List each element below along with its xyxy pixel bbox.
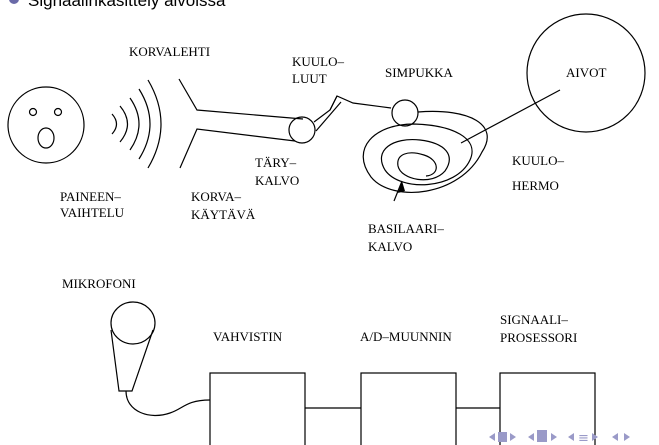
nav-prev-section-icon[interactable] xyxy=(528,433,534,441)
device-chain-diagram: MIKROFONI VAHVISTIN A/D–MUUNNIN SIGNAALI… xyxy=(62,276,596,445)
auditory-nerve-line xyxy=(460,89,561,144)
label-kuuloluut-2: LUUT xyxy=(292,71,327,86)
label-ad-muunnin: A/D–MUUNNIN xyxy=(360,329,452,344)
label-vahvistin: VAHVISTIN xyxy=(213,329,283,344)
label-basilaari-1: BASILAARI– xyxy=(368,221,444,236)
nav-next-subsection-icon[interactable] xyxy=(592,433,598,441)
cochlea-shape xyxy=(362,99,488,202)
nav-section-box-icon xyxy=(537,430,547,442)
brain-shape xyxy=(526,13,646,133)
nav-next-section-icon[interactable] xyxy=(551,433,557,441)
label-kuuloluut-1: KUULO– xyxy=(292,54,344,69)
label-paineen-1: PAINEEN– xyxy=(60,189,121,204)
slide-heading-text: Signaalinkäsittely aivoissa xyxy=(28,0,226,10)
ossicles-shape xyxy=(313,95,392,132)
label-aivot: AIVOT xyxy=(566,65,606,80)
nav-frame-box-icon xyxy=(498,432,507,442)
amplifier-box xyxy=(209,372,306,445)
signal-processor-box xyxy=(499,372,596,445)
nav-prev-subsection-icon[interactable] xyxy=(568,433,574,441)
label-taerykalvo-1: TÄRY– xyxy=(255,155,297,170)
label-signaaliprosessori-2: PROSESSORI xyxy=(500,330,577,345)
label-korvalehti: KORVALEHTI xyxy=(129,44,210,59)
nav-symbols: ≡ xyxy=(489,430,630,445)
eardrum-shape xyxy=(288,116,316,144)
label-basilaari-2: KALVO xyxy=(368,239,412,254)
label-korvakaytava-1: KORVA– xyxy=(191,189,242,204)
nav-next-all-icon[interactable] xyxy=(624,433,630,441)
ear-diagram: KORVALEHTI KUULO– LUUT SIMPUKKA AIVOT TÄ… xyxy=(7,13,646,254)
label-paineen-2: VAIHTELU xyxy=(60,205,125,220)
nav-prev-all-icon[interactable] xyxy=(612,433,618,441)
microphone-icon xyxy=(110,301,211,417)
bullet-icon xyxy=(9,0,19,4)
label-signaaliprosessori-1: SIGNAALI– xyxy=(500,312,568,327)
label-korvakaytava-2: KÄYTÄVÄ xyxy=(191,207,256,222)
label-mikrofoni: MIKROFONI xyxy=(62,276,136,291)
nav-next-frame-icon[interactable] xyxy=(510,433,516,441)
label-kuulohermo-1: KUULO– xyxy=(512,153,564,168)
label-simpukka: SIMPUKKA xyxy=(385,65,454,80)
label-kuulohermo-2: HERMO xyxy=(512,178,559,193)
label-taerykalvo-2: KALVO xyxy=(255,173,299,188)
slide-heading: Signaalinkäsittely aivoissa xyxy=(9,0,226,10)
ear-canal-shape xyxy=(178,78,304,169)
face-icon xyxy=(7,86,85,164)
ad-converter-box xyxy=(360,372,457,445)
sound-waves-icon xyxy=(111,79,162,169)
nav-prev-frame-icon[interactable] xyxy=(489,433,495,441)
nav-subsection-equals-icon: ≡ xyxy=(578,431,589,445)
